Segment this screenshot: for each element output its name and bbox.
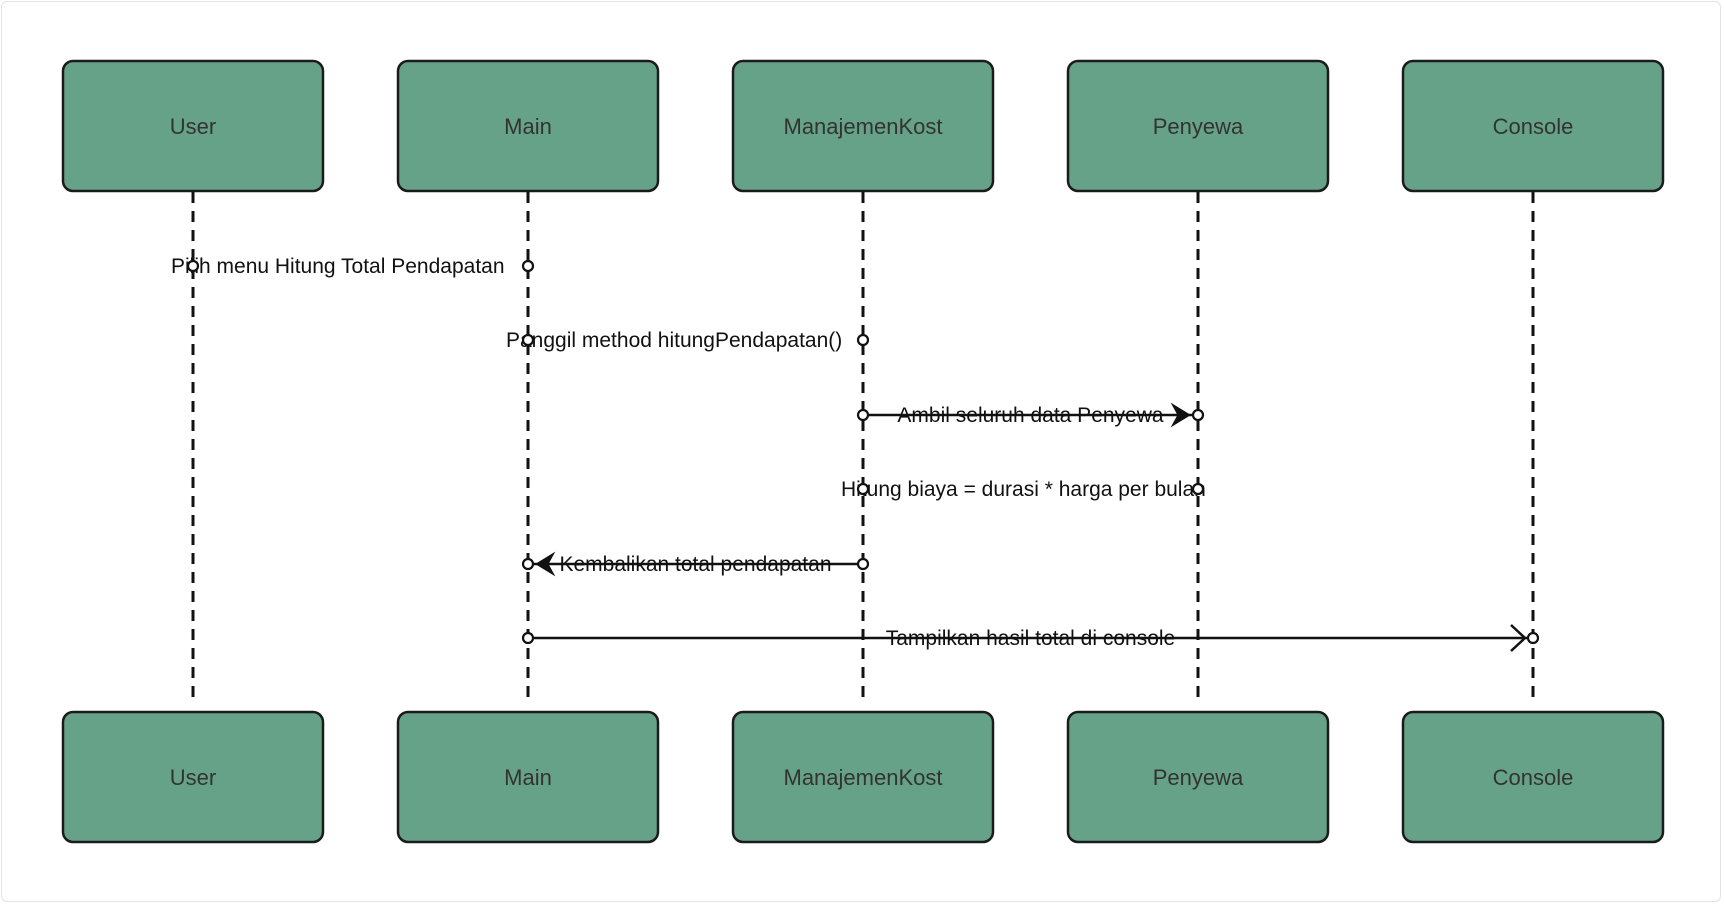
arrowhead-open xyxy=(1510,624,1527,652)
participant-penyewa-bottom: Penyewa xyxy=(1066,710,1330,844)
participant-penyewa-top: Penyewa xyxy=(1066,59,1330,193)
message-endpoint xyxy=(1191,482,1205,496)
message-3: Ambil seluruh data Penyewa xyxy=(856,401,1205,429)
participant-box xyxy=(396,59,660,193)
participant-label: User xyxy=(170,114,216,139)
message-endpoint xyxy=(856,482,870,496)
participant-box xyxy=(1066,710,1330,844)
participant-console-bottom: Console xyxy=(1401,710,1665,844)
participant-label: Penyewa xyxy=(1153,765,1244,790)
participant-main-bottom: Main xyxy=(396,710,660,844)
participant-label: Console xyxy=(1493,114,1574,139)
participant-user-bottom: User xyxy=(61,710,325,844)
participant-box xyxy=(1066,59,1330,193)
participant-label: Penyewa xyxy=(1153,114,1244,139)
message-label: Pilih menu Hitung Total Pendapatan xyxy=(171,255,505,278)
arrowhead-filled xyxy=(1170,402,1191,428)
message-endpoint xyxy=(521,631,535,645)
participant-box xyxy=(1401,710,1665,844)
message-2: Panggil method hitungPendapatan() xyxy=(506,329,870,352)
participant-user-top: User xyxy=(61,59,325,193)
participant-box xyxy=(396,710,660,844)
message-endpoint xyxy=(1191,408,1205,422)
participant-label: Main xyxy=(504,114,552,139)
message-endpoint xyxy=(521,333,535,347)
message-label: Hitung biaya = durasi * harga per bulan xyxy=(841,478,1206,501)
message-endpoint xyxy=(521,259,535,273)
participant-label: ManajemenKost xyxy=(784,765,943,790)
message-1: Pilih menu Hitung Total Pendapatan xyxy=(171,255,535,278)
message-4: Hitung biaya = durasi * harga per bulan xyxy=(841,478,1206,501)
participant-label: Main xyxy=(504,765,552,790)
arrowhead-filled xyxy=(535,551,556,577)
participant-label: Console xyxy=(1493,765,1574,790)
participant-box xyxy=(731,710,995,844)
participant-label: User xyxy=(170,765,216,790)
participant-console-top: Console xyxy=(1401,59,1665,193)
participant-label: ManajemenKost xyxy=(784,114,943,139)
participant-box xyxy=(731,59,995,193)
message-endpoint xyxy=(856,333,870,347)
message-5: Kembalikan total pendapatan xyxy=(521,550,870,578)
participant-box xyxy=(61,59,325,193)
message-endpoint xyxy=(856,557,870,571)
message-endpoint xyxy=(856,408,870,422)
message-endpoint xyxy=(1526,631,1540,645)
participant-box xyxy=(1401,59,1665,193)
participant-box xyxy=(61,710,325,844)
message-endpoint xyxy=(521,557,535,571)
participant-main-top: Main xyxy=(396,59,660,193)
participant-manajemen-bottom: ManajemenKost xyxy=(731,710,995,844)
participant-manajemen-top: ManajemenKost xyxy=(731,59,995,193)
message-endpoint xyxy=(186,259,200,273)
message-label: Panggil method hitungPendapatan() xyxy=(506,329,842,352)
message-6: Tampilkan hasil total di console xyxy=(521,624,1540,652)
